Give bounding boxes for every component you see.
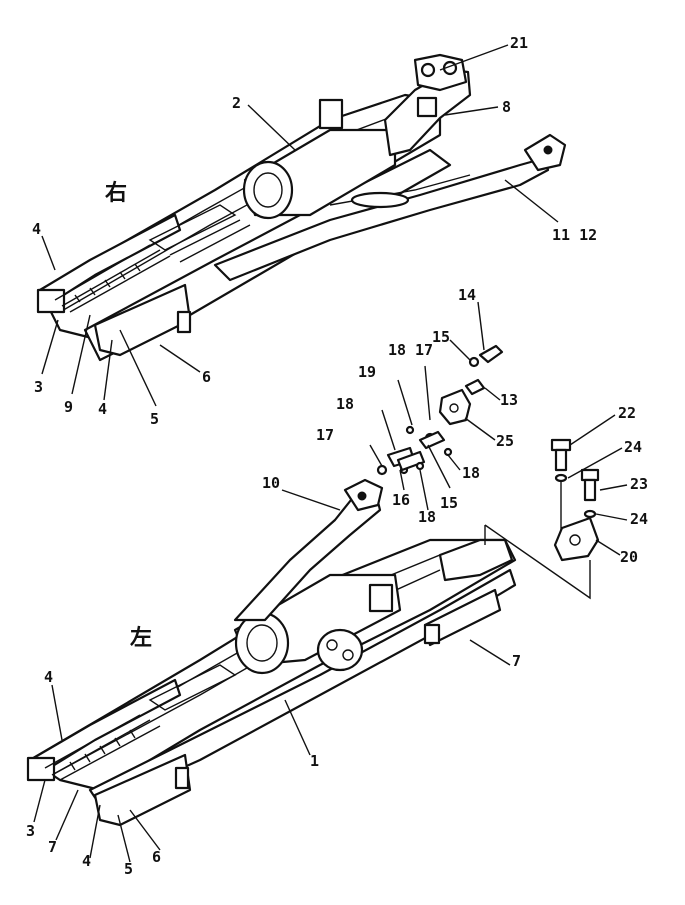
callout-19: 19: [358, 363, 376, 381]
left-side-label: 左: [130, 625, 152, 651]
callout-13: 13: [500, 391, 518, 409]
callout-7-bot: 7: [48, 838, 57, 856]
callout-18a: 18: [388, 341, 406, 359]
callout-14: 14: [458, 286, 476, 304]
callout-15b: 15: [440, 494, 458, 512]
callout-8: 8: [502, 98, 511, 116]
callout-5-bot: 5: [124, 860, 133, 878]
side-labels: 右 左: [105, 181, 152, 651]
callout-7-right: 7: [512, 652, 521, 670]
callout-18c: 18: [462, 464, 480, 482]
exploded-small-parts: [376, 344, 600, 600]
callout-17a: 17: [415, 341, 433, 359]
callout-11-12: 11 12: [552, 226, 597, 244]
callout-9: 9: [64, 398, 73, 416]
right-side-label: 右: [105, 181, 127, 206]
right-track-frame: [36, 53, 567, 362]
callout-21: 21: [510, 34, 528, 52]
callout-25: 25: [496, 432, 514, 450]
callout-6-bot: 6: [152, 848, 161, 866]
callout-17b: 17: [316, 426, 334, 444]
callout-3-top: 3: [34, 378, 43, 396]
callout-1: 1: [310, 752, 319, 770]
callout-5-top: 5: [150, 410, 159, 428]
callout-23: 23: [630, 475, 648, 493]
callout-18b: 18: [336, 395, 354, 413]
callout-24b: 24: [630, 510, 648, 528]
callout-4-bot: 4: [44, 668, 53, 686]
callout-numbers: 21 2 8 11 12 4 3 9 4 5 6 14 15 18 17 13 …: [26, 34, 648, 878]
callout-6-top: 6: [202, 368, 211, 386]
callout-15a: 15: [432, 328, 450, 346]
callout-16a: 16: [392, 491, 410, 509]
callout-4-bot2: 4: [82, 852, 91, 870]
callout-22: 22: [618, 404, 636, 422]
callout-24a: 24: [624, 438, 642, 456]
callout-10: 10: [262, 474, 280, 492]
callout-3-bot: 3: [26, 822, 35, 840]
callout-20: 20: [620, 548, 638, 566]
callout-4-top2: 4: [98, 400, 107, 418]
leader-lines: [33, 44, 628, 863]
callout-4-top: 4: [32, 220, 41, 238]
left-track-frame: [26, 478, 517, 827]
callout-18d: 18: [418, 508, 436, 526]
callout-2: 2: [232, 94, 241, 112]
